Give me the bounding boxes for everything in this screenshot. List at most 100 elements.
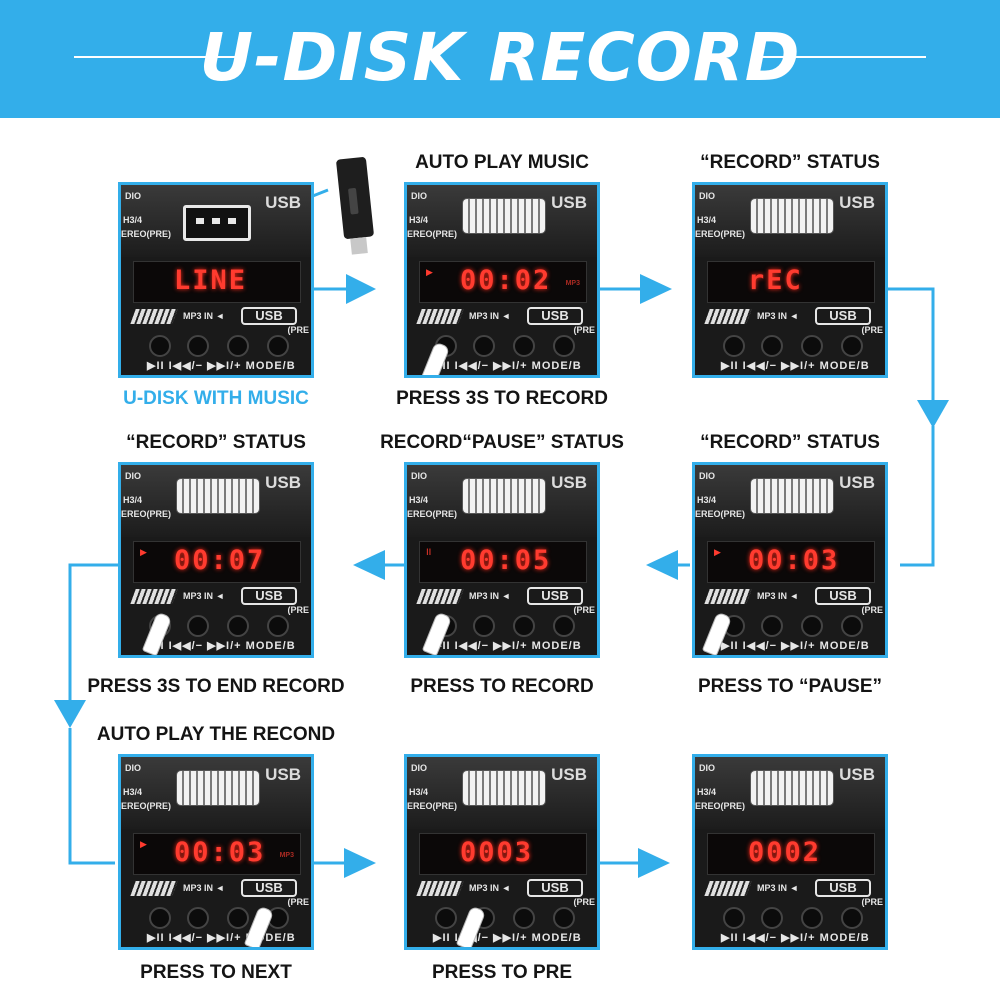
mode-button[interactable] bbox=[553, 335, 575, 357]
next-button[interactable] bbox=[227, 615, 249, 637]
keyboard-icon bbox=[130, 589, 178, 604]
button-labels: ▶II I◀◀/− ▶▶I/+ MODE/B bbox=[433, 360, 582, 372]
mode-button[interactable] bbox=[553, 907, 575, 929]
mode-button[interactable] bbox=[267, 335, 289, 357]
panel-label: DIO bbox=[411, 763, 428, 773]
led-display: LINE bbox=[133, 261, 301, 303]
mode-button[interactable] bbox=[841, 615, 863, 637]
pre-label: (PRE bbox=[861, 325, 883, 335]
prev-button[interactable] bbox=[473, 615, 495, 637]
step-caption-bottom: U-DISK WITH MUSIC bbox=[123, 388, 309, 409]
panel-label: EREO(PRE) bbox=[695, 801, 746, 811]
usb-box-label: USB bbox=[527, 307, 583, 325]
play-state-icon: ▶ bbox=[140, 548, 147, 558]
usb-box-label: USB bbox=[527, 879, 583, 897]
led-readout: 00:03 bbox=[748, 545, 840, 576]
next-button[interactable] bbox=[227, 907, 249, 929]
led-readout: rEC bbox=[748, 265, 803, 296]
next-button[interactable] bbox=[801, 335, 823, 357]
panel-label: H3/4 bbox=[697, 495, 717, 505]
fader-knob bbox=[177, 771, 259, 805]
button-labels: ▶II I◀◀/− ▶▶I/+ MODE/B bbox=[147, 360, 296, 372]
prev-button[interactable] bbox=[187, 615, 209, 637]
usb-label: USB bbox=[551, 765, 587, 784]
mp3-strip: MP3 IN ◄USB bbox=[704, 307, 873, 327]
mp3-strip: MP3 IN ◄ USB bbox=[416, 587, 585, 607]
next-button[interactable] bbox=[513, 615, 535, 637]
usb-box-label: USB bbox=[241, 307, 297, 325]
usb-label: USB bbox=[551, 193, 587, 212]
play-pause-button[interactable] bbox=[149, 907, 171, 929]
button-labels: ▶II I◀◀/− ▶▶I/+ MODE/B bbox=[147, 640, 296, 652]
step-caption-bottom: PRESS TO “PAUSE” bbox=[697, 676, 883, 697]
panel-label: EREO(PRE) bbox=[695, 509, 746, 519]
panel-label: EREO(PRE) bbox=[407, 509, 458, 519]
mp3-in-label: MP3 IN ◄ bbox=[183, 883, 225, 893]
prev-button[interactable] bbox=[761, 615, 783, 637]
usb-box-label: USB bbox=[527, 587, 583, 605]
fader-knob bbox=[751, 199, 833, 233]
play-pause-button[interactable] bbox=[149, 335, 171, 357]
keyboard-icon bbox=[130, 881, 178, 896]
play-pause-button[interactable] bbox=[723, 907, 745, 929]
pre-label: (PRE bbox=[861, 605, 883, 615]
next-button[interactable] bbox=[513, 907, 535, 929]
panel-label: DIO bbox=[411, 191, 428, 201]
next-button[interactable] bbox=[801, 907, 823, 929]
panel-label: H3/4 bbox=[697, 787, 717, 797]
mode-button[interactable] bbox=[553, 615, 575, 637]
arrowhead-1-2 bbox=[346, 274, 376, 304]
mode-button[interactable] bbox=[267, 615, 289, 637]
keyboard-icon bbox=[416, 881, 464, 896]
panel-label: DIO bbox=[125, 471, 142, 481]
button-labels: ▶II I◀◀/− ▶▶I/+ MODE/B bbox=[721, 640, 870, 652]
banner-rule-right bbox=[760, 56, 926, 58]
next-button[interactable] bbox=[801, 615, 823, 637]
panel-label: H3/4 bbox=[409, 787, 429, 797]
led-display: ▶ 00:07 bbox=[133, 541, 301, 583]
prev-button[interactable] bbox=[187, 335, 209, 357]
next-button[interactable] bbox=[513, 335, 535, 357]
led-readout: LINE bbox=[174, 265, 248, 296]
mp3-in-label: MP3 IN ◄ bbox=[757, 311, 799, 321]
panel-label: EREO(PRE) bbox=[121, 229, 172, 239]
usb-label: USB bbox=[839, 193, 875, 212]
mode-button[interactable] bbox=[841, 907, 863, 929]
next-button[interactable] bbox=[227, 335, 249, 357]
usb-label: USB bbox=[839, 473, 875, 492]
play-pause-button[interactable] bbox=[723, 335, 745, 357]
mp3-strip: MP3 IN ◄USB bbox=[704, 879, 873, 899]
pre-label: (PRE bbox=[573, 325, 595, 335]
mode-button[interactable] bbox=[841, 335, 863, 357]
prev-button[interactable] bbox=[761, 335, 783, 357]
usb-label: USB bbox=[265, 193, 301, 212]
fader-knob bbox=[751, 479, 833, 513]
play-state-icon: II bbox=[426, 548, 432, 558]
keyboard-icon bbox=[416, 309, 464, 324]
led-readout: 00:07 bbox=[174, 545, 266, 576]
mp3-in-label: MP3 IN ◄ bbox=[469, 883, 511, 893]
led-display: 0002 bbox=[707, 833, 875, 875]
mp3-in-label: MP3 IN ◄ bbox=[469, 591, 511, 601]
page-title: U-DISK RECORD bbox=[199, 19, 801, 96]
title-banner: U-DISK RECORD bbox=[0, 0, 1000, 118]
led-display: 0003 bbox=[419, 833, 587, 875]
usb-box-label: USB bbox=[241, 879, 297, 897]
prev-button[interactable] bbox=[187, 907, 209, 929]
prev-button[interactable] bbox=[473, 335, 495, 357]
fader-knob bbox=[463, 771, 545, 805]
keyboard-icon bbox=[704, 589, 752, 604]
usb-label: USB bbox=[839, 765, 875, 784]
arrowhead-8-9 bbox=[638, 848, 670, 878]
panel-label: H3/4 bbox=[123, 495, 143, 505]
mp3-in-label: MP3 IN ◄ bbox=[757, 591, 799, 601]
prev-button[interactable] bbox=[761, 907, 783, 929]
led-readout: 0002 bbox=[748, 837, 822, 868]
pre-label: (PRE bbox=[573, 605, 595, 615]
play-pause-button[interactable] bbox=[435, 907, 457, 929]
step-caption-top: RECORD“PAUSE” STATUS bbox=[380, 432, 624, 453]
